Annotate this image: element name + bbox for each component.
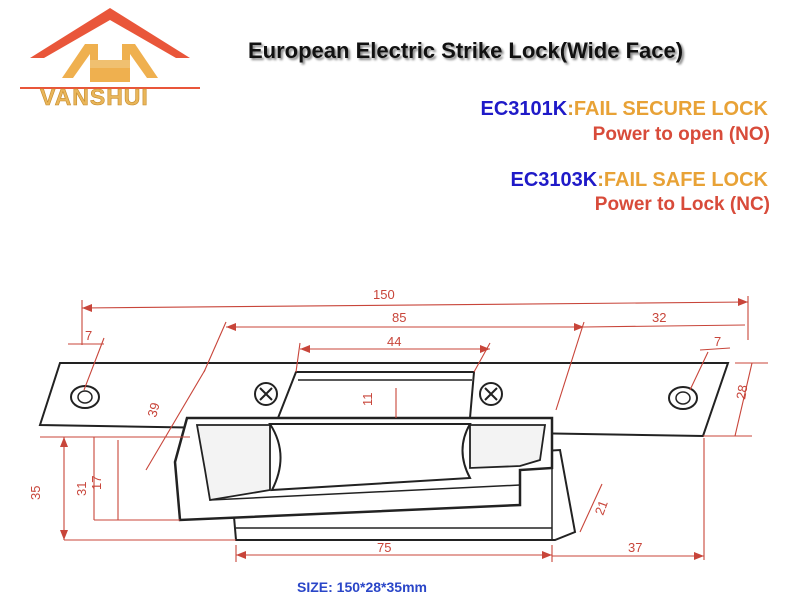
dim-right-span: 32 — [652, 310, 666, 325]
dim-depth-b: 17 — [89, 476, 104, 490]
spec-line-fail-secure: EC3101K:FAIL SECURE LOCK — [481, 98, 768, 121]
dim-depth-a: 31 — [74, 482, 89, 496]
left-screw-icon — [254, 382, 278, 406]
page-title: European Electric Strike Lock(Wide Face) — [248, 38, 684, 63]
spec-code: EC3101K — [480, 98, 568, 120]
dim-bolt-depth: 11 — [360, 393, 375, 407]
vanshui-logo-icon — [20, 8, 200, 89]
dim-box-height: 21 — [592, 498, 611, 517]
spec-power-fail-safe: Power to Lock (NC) — [594, 194, 770, 215]
spec-code: EC3103K — [510, 169, 598, 191]
strike-lock-drawing: 150 85 32 44 7 7 28 39 11 35 31 17 21 75… — [28, 287, 768, 562]
dim-bolt-opening: 44 — [387, 334, 401, 349]
spec-separator: : — [597, 169, 604, 191]
spec-name: FAIL SAFE LOCK — [603, 169, 768, 191]
dim-plate-width: 28 — [733, 384, 750, 401]
bolt-opening — [276, 371, 476, 419]
dim-body-height: 39 — [144, 401, 162, 419]
spec-name: FAIL SECURE LOCK — [573, 98, 768, 120]
dim-overall-length: 150 — [373, 287, 395, 302]
brand-name: VANSHUI — [40, 84, 149, 111]
spec-power-fail-secure: Power to open (NO) — [592, 124, 770, 145]
dim-offset: 37 — [628, 540, 642, 555]
spec-separator: : — [567, 98, 574, 120]
right-mount-hole — [668, 386, 698, 410]
keeper-jaw — [268, 423, 472, 492]
size-note: SIZE: 150*28*35mm — [297, 579, 427, 595]
dim-body-span: 85 — [392, 310, 406, 325]
dim-box-length: 75 — [377, 540, 391, 555]
dim-total-depth: 35 — [28, 486, 43, 500]
right-screw-icon — [479, 382, 503, 406]
dim-left-hole: 7 — [85, 328, 92, 343]
dim-right-hole: 7 — [714, 334, 721, 349]
spec-line-fail-safe: EC3103K:FAIL SAFE LOCK — [511, 169, 768, 192]
